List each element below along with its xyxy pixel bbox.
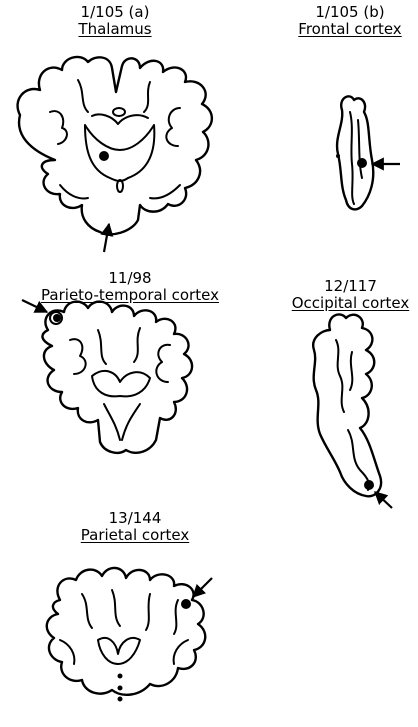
frontal-section xyxy=(336,96,400,209)
parietal-section xyxy=(47,568,212,702)
parieto-temporal-section xyxy=(22,300,192,453)
occipital-section xyxy=(313,314,392,508)
thalamus-section xyxy=(18,57,212,252)
